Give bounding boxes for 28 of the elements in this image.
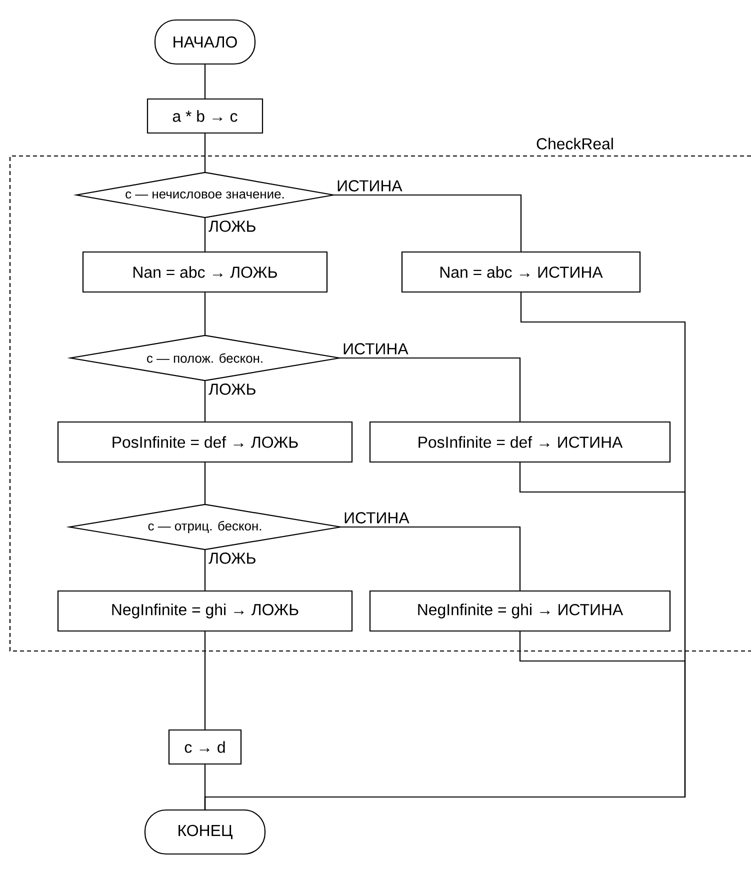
connector — [204, 632, 206, 730]
connector — [204, 632, 686, 810]
connector — [334, 194, 522, 252]
edge-label: ЛОЖЬ — [208, 552, 256, 564]
terminal-box: НАЧАЛО — [154, 19, 256, 65]
process-box: PosInfinite = def → ЛОЖЬ — [57, 421, 353, 463]
connector — [340, 526, 521, 590]
edge-label: ИСТИНА — [338, 180, 402, 192]
edge-label: ИСТИНА — [344, 343, 408, 354]
connector — [204, 550, 206, 590]
connector — [204, 462, 206, 504]
connector — [340, 357, 521, 422]
connector — [204, 134, 206, 172]
process-box: NegInfinite = ghi → ЛОЖЬ — [57, 590, 353, 632]
process-box: NegInfinite = ghi → ИСТИНА — [369, 590, 671, 632]
edge-label: ИСТИНА — [344, 512, 410, 524]
process-box: c → d — [168, 729, 242, 765]
edge-label: ЛОЖЬ — [208, 220, 256, 232]
edge-label: ЛОЖЬ — [208, 384, 256, 395]
process-box: Nan = abc → ИСТИНА — [401, 251, 641, 293]
connector — [204, 380, 206, 422]
process-box: PosInfinite = def → ИСТИНА — [369, 421, 671, 463]
process-box: Nan = abc → ЛОЖЬ — [82, 251, 328, 293]
connector — [204, 292, 206, 336]
connector — [204, 64, 206, 98]
connector — [204, 218, 206, 252]
process-box: a * b → c — [146, 98, 264, 134]
terminal-box: КОНЕЦ — [144, 809, 266, 855]
